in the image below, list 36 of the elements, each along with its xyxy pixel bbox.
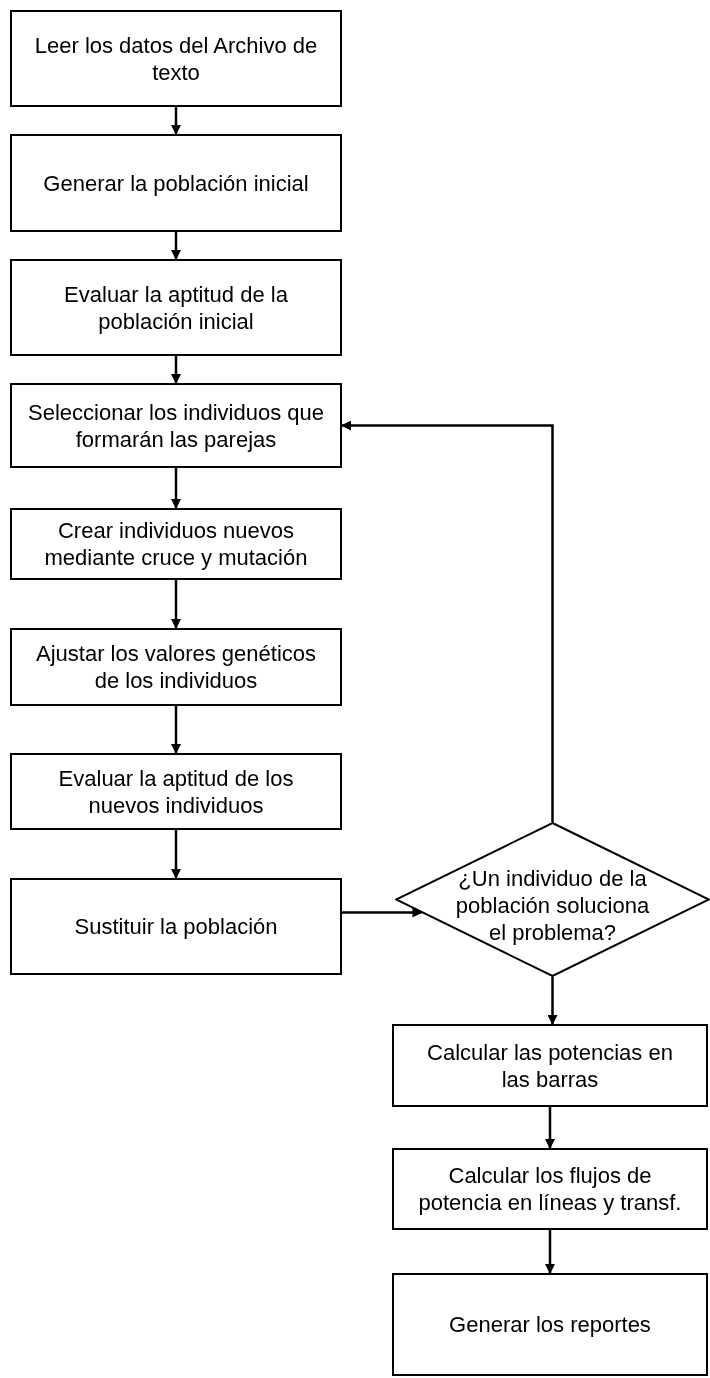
process-box xyxy=(392,1273,708,1376)
arrow xyxy=(545,1107,555,1149)
process-box xyxy=(10,878,342,975)
process-box xyxy=(10,259,342,356)
step-text: Evaluar la aptitud de los nuevos individuos xyxy=(57,764,295,819)
arrow xyxy=(547,977,558,1025)
arrow xyxy=(171,580,181,629)
process-box xyxy=(10,134,342,232)
process-box xyxy=(392,1024,708,1107)
process-box xyxy=(10,10,342,107)
process-box xyxy=(10,753,342,830)
step-text: Generar la población inicial xyxy=(42,169,310,197)
process-box xyxy=(10,508,342,580)
arrow xyxy=(171,107,181,135)
arrow xyxy=(171,706,181,754)
arrow xyxy=(545,1230,555,1274)
arrow xyxy=(171,468,181,509)
arrow xyxy=(341,420,554,822)
step-text: Leer los datos del Archivo de texto xyxy=(33,31,319,86)
process-box xyxy=(392,1148,708,1230)
decision-diamond xyxy=(395,822,710,977)
step-text: Calcular los flujos de potencia en líneas y transf. xyxy=(417,1162,683,1216)
step-text: Ajustar los valores genéticos de los individuos xyxy=(35,640,317,694)
arrow xyxy=(342,907,423,918)
step-text: Calcular las potencias en las barras xyxy=(426,1038,674,1093)
process-box xyxy=(10,628,342,706)
arrow xyxy=(171,232,181,260)
arrow xyxy=(171,830,181,879)
step-text: Evaluar la aptitud de la población inicial xyxy=(63,280,289,335)
step-text: Crear individuos nuevos mediante cruce y mutación xyxy=(43,517,309,571)
step-text: Seleccionar los individuos que formarán las parejas xyxy=(27,398,325,453)
arrow xyxy=(171,356,181,384)
step-text: ¿Un individuo de la población soluciona el problema? xyxy=(454,865,651,946)
step-text: Generar los reportes xyxy=(448,1311,652,1338)
process-box xyxy=(10,383,342,468)
step-text: Sustituir la población xyxy=(73,913,279,940)
